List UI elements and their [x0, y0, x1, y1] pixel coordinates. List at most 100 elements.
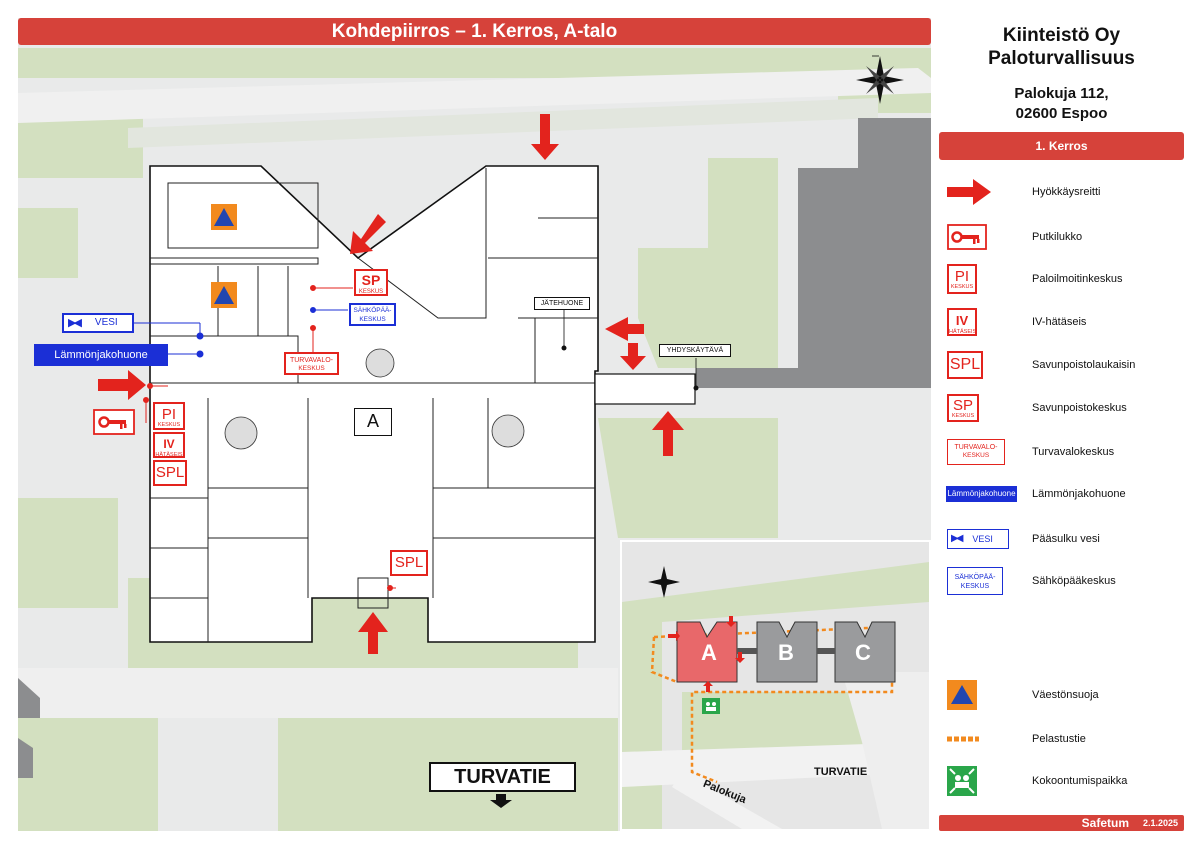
- lammonjako-legend-icon: Lämmönjakohuone: [946, 474, 1017, 514]
- floorplan-map: SP KESKUS SÄHKÖPÄÄ- KESKUS TURVAVALO- KE…: [18, 18, 931, 831]
- legend-item-pipe-key: Putkilukko: [939, 217, 1184, 257]
- sahko-legend-sub: KESKUS: [960, 583, 990, 590]
- attack-arrow-corridor-1: [605, 317, 644, 341]
- legend-item-assembly: Kokoontumispaikka: [939, 761, 1184, 801]
- escape-route-legend-icon: [947, 719, 1017, 759]
- yhdyskaytava-text: YHDYSKÄYTÄVÄ: [666, 347, 724, 354]
- building-c-shape: [834, 621, 896, 683]
- page-title-text: Kohdepiirros – 1. Kerros, A-talo: [331, 21, 618, 42]
- iv-legend-text: IV: [955, 313, 969, 328]
- spl-legend-text: SPL: [949, 356, 981, 373]
- footer-date: 2.1.2025: [1142, 818, 1178, 828]
- legend-item-shelter: Väestönsuoja: [939, 675, 1184, 715]
- legend-item-turvavalo: TURVAVALO- KESKUS Turvavalokeskus: [939, 432, 1184, 472]
- legend-item-attack-route: Hyökkäysreitti: [939, 172, 1184, 212]
- attack-arrow-left: [98, 370, 146, 400]
- assembly-point-map-icon: [702, 698, 720, 714]
- vesi-legend-icon: ▶◀ VESI: [947, 519, 1017, 559]
- vesi-symbol: ▶◀ VESI: [62, 313, 134, 333]
- legend-label-shelter: Väestönsuoja: [1032, 689, 1099, 701]
- iv-hataseis-symbol: IV HÄTÄSEIS: [153, 432, 185, 458]
- address-line1: Palokuja 112,: [1014, 85, 1109, 102]
- legend-item-spl: SPL Savunpoistolaukaisin: [939, 345, 1184, 385]
- legend-label-escape-route: Pelastustie: [1032, 733, 1086, 745]
- legend-label-lammonjako: Lämmönjakohuone: [1032, 488, 1126, 500]
- vesi-legend-text: VESI: [972, 533, 993, 544]
- sahko-line1: SÄHKÖPÄÄ-: [353, 307, 392, 314]
- brand-name: Safetum: [1081, 816, 1129, 830]
- spl-text-1: SPL: [155, 464, 185, 481]
- water-valve-icon: ▶◀: [68, 316, 82, 329]
- pi-sub: KESKUS: [157, 422, 181, 428]
- building-letter-label: A: [354, 408, 392, 436]
- site-map-drawing: [622, 542, 929, 829]
- assembly-point-legend-icon: [947, 761, 1017, 801]
- attack-arrow-top: [531, 114, 559, 160]
- attack-arrow-corridor-2: [620, 343, 646, 370]
- yhdyskaytava-label: YHDYSKÄYTÄVÄ: [659, 344, 731, 357]
- pipe-key-icon: [93, 409, 135, 435]
- sp-keskus-symbol: SP KESKUS: [354, 269, 388, 296]
- floor-header-text: 1. Kerros: [1035, 139, 1088, 153]
- turvavalo-line1: TURVAVALO-: [289, 357, 334, 364]
- legend-label-pi: Paloilmoitinkeskus: [1032, 273, 1123, 285]
- jatehuone-text: JÄTEHUONE: [540, 300, 584, 307]
- legend-label-sahko: Sähköpääkeskus: [1032, 575, 1116, 587]
- legend-item-iv: IV HÄTÄSEIS IV-hätäseis: [939, 302, 1184, 342]
- turvavalo-legend-text: TURVAVALO-: [954, 444, 998, 451]
- site-inset-map: A B C TURVATIE Palokuja: [620, 540, 931, 831]
- water-valve-legend-icon: ▶◀: [951, 533, 964, 544]
- legend-item-lammonjako: Lämmönjakohuone Lämmönjakohuone: [939, 474, 1184, 514]
- iv-sub: HÄTÄSEIS: [155, 452, 183, 458]
- legend-label-attack-route: Hyökkäysreitti: [1032, 186, 1101, 198]
- turvavalo-legend-icon: TURVAVALO- KESKUS: [947, 432, 1017, 472]
- legend-item-vesi: ▶◀ VESI Pääsulku vesi: [939, 519, 1184, 559]
- building-b-shape: [756, 621, 818, 683]
- jatehuone-label: JÄTEHUONE: [534, 297, 590, 310]
- iv-text: IV: [163, 437, 175, 451]
- shelter-legend-icon: [947, 675, 1017, 715]
- shelter-icon-2: [211, 282, 237, 308]
- floor-header: 1. Kerros: [939, 132, 1184, 160]
- pi-legend-text: PI: [954, 268, 970, 285]
- turvavalo-line2: KESKUS: [298, 365, 325, 372]
- iv-legend-icon: IV HÄTÄSEIS: [947, 302, 1017, 342]
- sp-legend-icon: SP KESKUS: [947, 388, 1017, 428]
- pi-keskus-symbol: PI KESKUS: [153, 402, 185, 430]
- sahko-legend-text: SÄHKÖPÄÄ-: [954, 574, 996, 581]
- attack-route-arrow-icon: [947, 172, 1017, 212]
- company-line2: Paloturvallisuus: [988, 48, 1135, 69]
- turvatie-text: TURVATIE: [454, 766, 551, 788]
- sp-legend-text: SP: [952, 397, 973, 414]
- spl-legend-icon: SPL: [947, 345, 1017, 385]
- attack-arrow-diagonal: [350, 214, 386, 254]
- sahko-legend-icon: SÄHKÖPÄÄ- KESKUS: [947, 561, 1017, 601]
- pi-legend-icon: PI KESKUS: [947, 259, 1017, 299]
- inset-building-a-label: A: [701, 640, 717, 665]
- lammonjako-legend-text: Lämmönjakohuone: [947, 489, 1016, 498]
- pi-legend-sub: KESKUS: [950, 284, 974, 290]
- page-title: Kohdepiirros – 1. Kerros, A-talo: [18, 18, 931, 45]
- company-name: Kiinteistö Oy Paloturvallisuus: [939, 24, 1184, 70]
- legend-item-sahko: SÄHKÖPÄÄ- KESKUS Sähköpääkeskus: [939, 561, 1184, 601]
- legend-item-escape-route: Pelastustie: [939, 719, 1184, 759]
- footer-bar: Safetum 2.1.2025: [939, 815, 1184, 831]
- turvavalokeskus-symbol: TURVAVALO- KESKUS: [284, 352, 339, 375]
- sp-keskus-text: SP: [361, 272, 381, 288]
- spl-text-2: SPL: [394, 554, 424, 571]
- spl-symbol-1: SPL: [153, 460, 187, 486]
- inset-building-b-label: B: [778, 640, 794, 665]
- legend-label-vesi: Pääsulku vesi: [1032, 533, 1100, 545]
- legend-label-assembly: Kokoontumispaikka: [1032, 775, 1128, 787]
- legend-label-spl: Savunpoistolaukaisin: [1032, 359, 1136, 371]
- spl-symbol-2: SPL: [390, 550, 428, 576]
- pipe-key-legend-icon: [947, 217, 1017, 257]
- building-letter-text: A: [366, 411, 379, 431]
- legend-label-turvavalo: Turvavalokeskus: [1032, 446, 1115, 458]
- sp-keskus-sub: KESKUS: [358, 289, 384, 295]
- legend-item-sp: SP KESKUS Savunpoistokeskus: [939, 388, 1184, 428]
- lammonjako-text: Lämmönjakohuone: [54, 349, 148, 361]
- vesi-text: VESI: [94, 317, 118, 328]
- attack-arrow-bottom: [358, 612, 388, 654]
- legend-label-iv: IV-hätäseis: [1032, 316, 1087, 328]
